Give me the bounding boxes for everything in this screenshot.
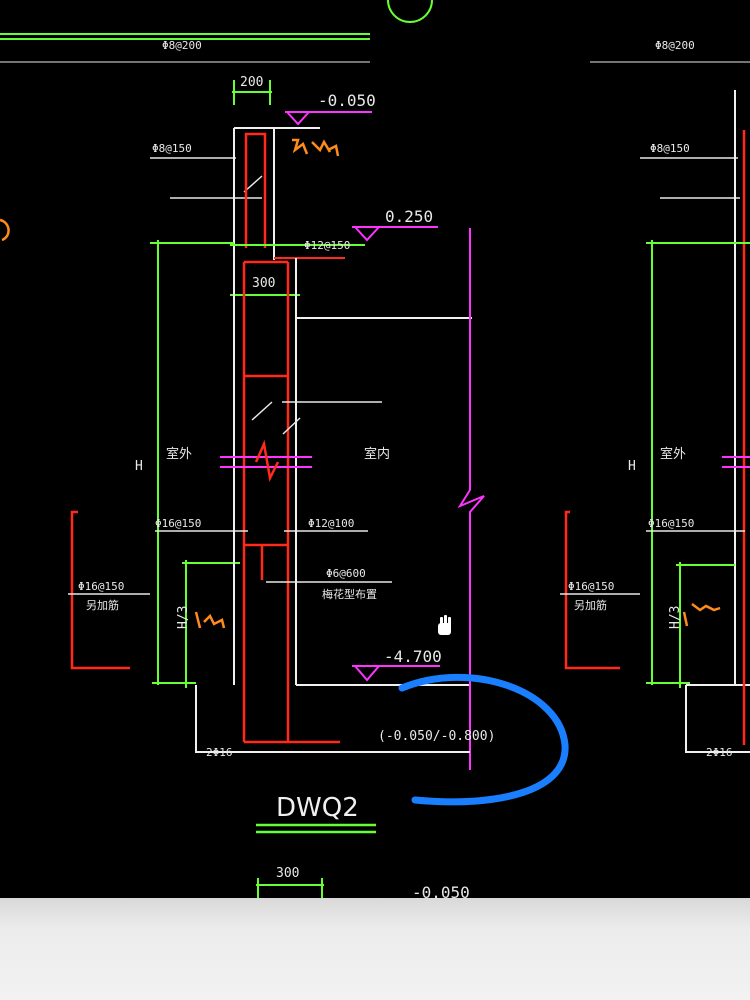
upper-rebar	[244, 132, 267, 248]
outside-left: 室外	[166, 446, 192, 462]
bar-2-16-left: 2Φ16	[206, 746, 233, 759]
header-remnant	[0, 0, 750, 63]
main-wall	[233, 258, 472, 686]
top-spacing-left: Φ8@200	[162, 39, 202, 52]
add-rebar-bracket-right	[564, 510, 620, 670]
rebar-16-150-left: Φ16@150	[155, 517, 201, 530]
dim-300-label: 300	[252, 276, 275, 291]
inside-label: 室内	[364, 446, 390, 462]
right-edge-line	[457, 228, 485, 770]
orange-mark-right	[682, 603, 721, 627]
h-left: H	[135, 459, 143, 474]
dim-300-bottom-label: 300	[276, 866, 299, 881]
elev-0250-label: 0.250	[385, 207, 433, 226]
outside-right: 室外	[660, 446, 686, 462]
orange-mark-top	[292, 138, 340, 157]
elev-marker-top	[285, 111, 372, 126]
dim-200-label: 200	[240, 75, 263, 90]
left-dim-chain	[150, 240, 240, 688]
elev-marker-4700	[352, 665, 440, 682]
drawing-title: DWQ2	[276, 793, 359, 823]
left-edge-mark	[0, 218, 10, 242]
add-16-150-left: Φ16@150	[78, 580, 124, 593]
add-rebar-right: 另加筋	[574, 598, 607, 612]
hand-cursor-icon	[438, 615, 451, 635]
elev-top-label: -0.050	[318, 91, 376, 110]
h-right: H	[628, 459, 636, 474]
pen-mark	[398, 673, 569, 806]
right-dim-chain	[646, 240, 750, 688]
right-wall	[685, 90, 750, 753]
elev-marker-0250	[352, 226, 438, 242]
rebar-6-600: Φ6@600	[326, 567, 366, 580]
dim-line-200	[232, 80, 272, 105]
h3-left: H/3	[176, 606, 191, 629]
upper-wall	[233, 127, 320, 260]
elev-4700-label: -4.700	[384, 647, 442, 666]
elev-range: (-0.050/-0.800)	[378, 729, 495, 744]
dim-line-300-bottom	[256, 878, 324, 898]
wall-break-zigzag	[254, 439, 280, 482]
rebar-8-150-right: Φ8@150	[650, 142, 690, 155]
monitor-bezel	[0, 898, 750, 1000]
rebar-12-100: Φ12@100	[308, 517, 354, 530]
rebar-16-150-right: Φ16@150	[648, 517, 694, 530]
top-spacing-right: Φ8@200	[655, 39, 695, 52]
h3-right: H/3	[668, 606, 683, 629]
add-16-150-right: Φ16@150	[568, 580, 614, 593]
main-rebar	[242, 260, 340, 744]
add-rebar-bracket-left	[70, 510, 130, 670]
elev-bottom-label: -0.050	[412, 883, 470, 902]
orange-mark-h3	[194, 611, 226, 629]
bar-2-16-right: 2Φ16	[706, 746, 733, 759]
rebar-8-150-left: Φ8@150	[152, 142, 192, 155]
add-rebar-left: 另加筋	[86, 598, 119, 612]
footing	[195, 685, 470, 753]
rebar-12-150: Φ12@150	[304, 239, 350, 252]
plum-layout: 梅花型布置	[322, 587, 377, 601]
